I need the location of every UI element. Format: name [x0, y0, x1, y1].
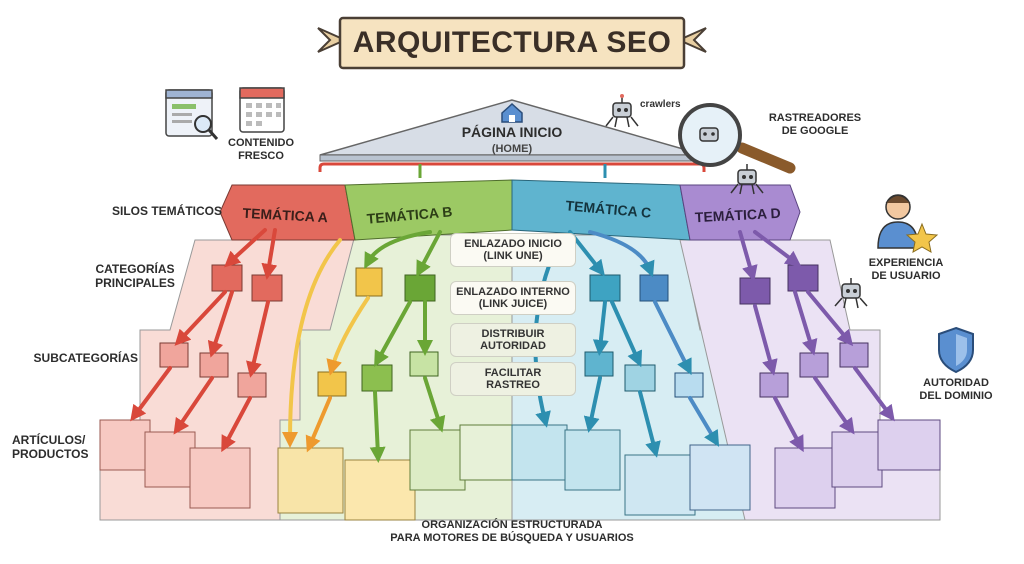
silo-label-b: TEMÁTICA B — [366, 203, 453, 226]
silo-d-ribbon — [679, 184, 801, 241]
silo-labels: TEMÁTICA A TEMÁTICA B TEMÁTICA C TEMÁTIC… — [242, 197, 781, 226]
categorias-principales-label: CATEGORÍAS PRINCIPALES — [95, 262, 175, 290]
crawler-robot-icon — [834, 278, 868, 309]
calendar-icon — [239, 87, 285, 133]
shield-icon — [938, 326, 974, 374]
crawler-robot-icon — [605, 94, 639, 128]
contenido-fresco-label: CONTENIDO FRESCO — [228, 137, 294, 162]
silo-label-d: TEMÁTICA D — [694, 205, 781, 225]
star-icon — [905, 222, 939, 253]
subcategorias-label: SUBCATEGORÍAS — [33, 351, 138, 365]
experiencia-label: EXPERIENCIA DE USUARIO — [868, 257, 944, 282]
title-banner — [317, 16, 707, 70]
articulos-productos-label: ARTÍCULOS/ PRODUCTOS — [12, 433, 89, 461]
category-boxes — [211, 264, 819, 305]
center-box-enlazado-inicio: ENLAZADO INICIO (LINK UNE) — [450, 233, 576, 267]
center-box-enlazado-interno: ENLAZADO INTERNO (LINK JUICE) — [450, 281, 576, 315]
link-arrows — [130, 228, 895, 463]
user-icon — [877, 194, 919, 249]
silo-ribbons — [219, 179, 801, 241]
silo-label-c: TEMÁTICA C — [565, 197, 652, 220]
crawler-robot-icon — [730, 164, 764, 195]
silos-tematicos-label: SILOS TEMÁTICOS — [111, 204, 222, 218]
page-title: ARQUITECTURA SEO — [352, 26, 672, 59]
browser-search-icon — [165, 89, 219, 140]
footer-caption: ORGANIZACIÓN ESTRUCTURADA PARA MOTORES D… — [390, 519, 634, 544]
rastreadores-label: RASTREADORES DE GOOGLE — [768, 112, 862, 137]
home-title: PÁGINA INICIO — [461, 124, 563, 140]
magnifier-icon — [678, 103, 796, 174]
silo-label-a: TEMÁTICA A — [242, 205, 328, 225]
autoridad-label: AUTORIDAD DEL DOMINIO — [919, 377, 993, 402]
home-icon — [501, 102, 523, 123]
crawlers-label: crawlers — [640, 99, 681, 110]
article-cubes — [99, 419, 941, 521]
center-box-facilitar-rastreo: FACILITAR RASTREO — [450, 362, 576, 396]
center-box-distribuir-autoridad: DISTRIBUIR AUTORIDAD — [450, 323, 576, 357]
home-subtitle: (HOME) — [491, 143, 533, 155]
silo-a-ribbon — [219, 184, 356, 241]
